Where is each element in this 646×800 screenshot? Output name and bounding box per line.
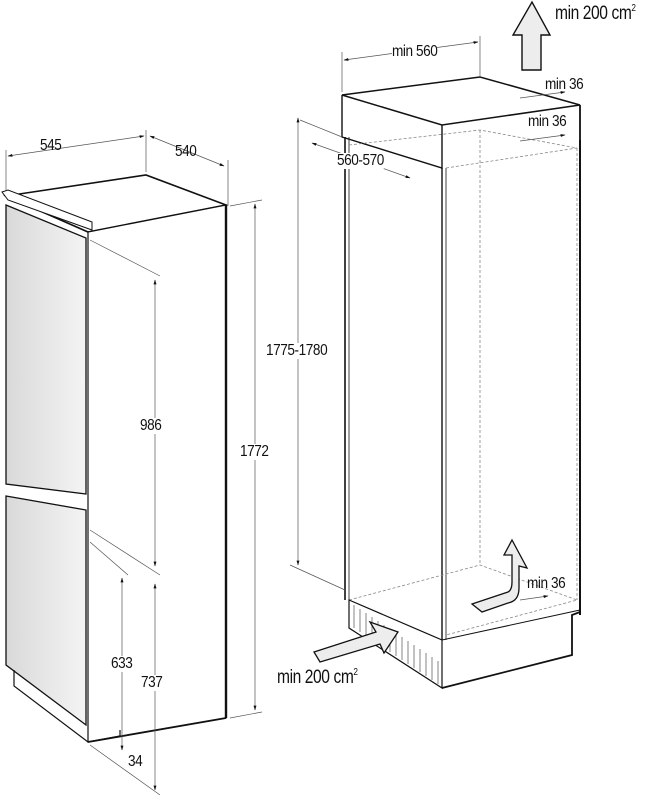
- niche-cabinet: [341, 76, 581, 690]
- vent-arrow-bottom-inlet-icon: [313, 620, 400, 663]
- vent-top-sup: 2: [631, 3, 636, 14]
- bottom-gap-label: min 36: [527, 575, 566, 592]
- vent-arrow-bottom-up-icon: [470, 538, 529, 613]
- vent-bottom-sup: 2: [353, 667, 358, 678]
- top-gap-side-label: min 36: [528, 113, 567, 130]
- niche-height-label: 1775-1780: [266, 342, 328, 359]
- plinth-height-label: 34: [128, 753, 143, 770]
- fridge-width-label: 545: [40, 137, 62, 154]
- vent-arrow-top-icon: [511, 0, 552, 71]
- upper-door-height-label: 986: [140, 417, 162, 434]
- vent-bottom-text: min 200 cm: [277, 667, 354, 688]
- fridge-height-label: 1772: [240, 443, 269, 460]
- lower-section-height-label: 737: [141, 674, 163, 691]
- fridge-depth-label: 540: [175, 143, 197, 160]
- niche-depth-label: 560-570: [337, 152, 384, 169]
- niche-dimension-lines: [289, 36, 566, 601]
- fridge-appliance: [1, 174, 229, 743]
- vent-top-text: min 200 cm: [555, 3, 632, 24]
- niche-min-width-label: min 560: [392, 43, 438, 60]
- vent-bottom-label: min 200 cm2: [277, 667, 358, 688]
- top-gap-back-label: min 36: [545, 76, 584, 93]
- lower-door-height-label: 633: [111, 655, 133, 672]
- vent-top-label: min 200 cm2: [555, 3, 636, 24]
